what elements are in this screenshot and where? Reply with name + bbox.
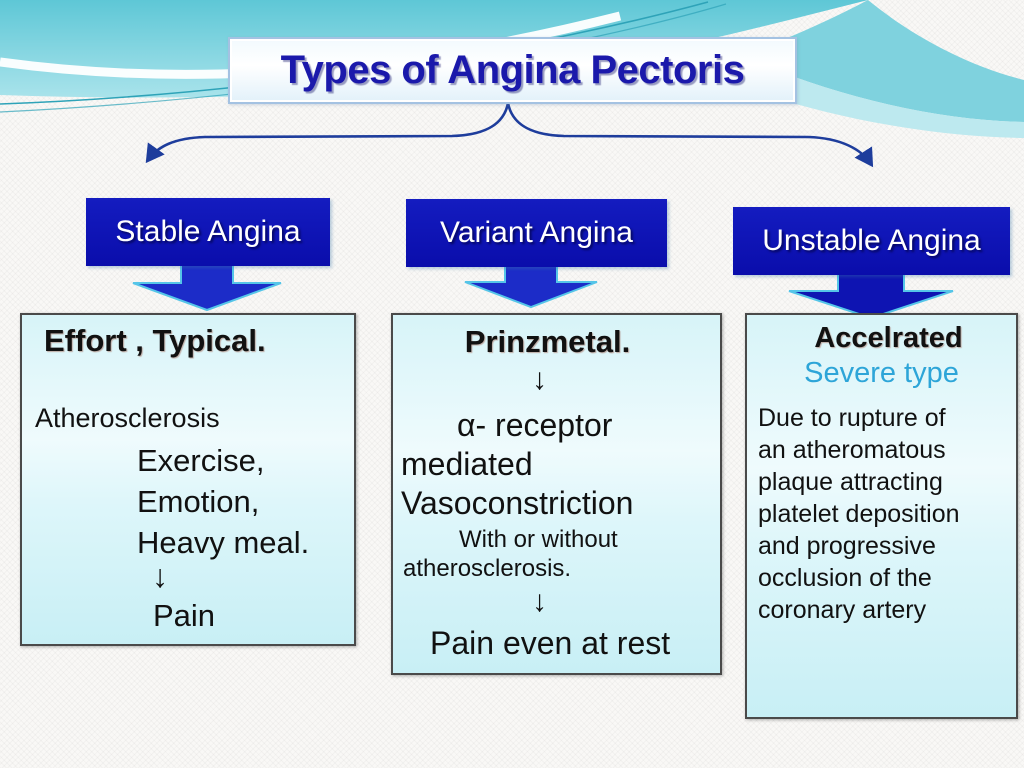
list-item: atherosclerosis. xyxy=(403,555,572,582)
box-heading: Accelrated xyxy=(814,322,963,354)
variant-angina-detail-box: Prinzmetal. ↓ α- receptor mediated Vasoc… xyxy=(391,313,722,675)
branch-connector-right xyxy=(506,102,874,168)
title-box: Types of Angina Pectoris xyxy=(228,37,797,104)
down-arrow-glyph: ↓ xyxy=(532,363,547,396)
box-heading: Prinzmetal. xyxy=(464,324,631,359)
down-arrow-glyph: ↓ xyxy=(152,558,168,594)
list-item: α- receptor xyxy=(457,407,613,443)
list-item: and progressive xyxy=(758,532,936,560)
wave-shape xyxy=(742,0,1024,122)
stable-angina-detail-box: Effort , Typical. Atherosclerosis Exerci… xyxy=(20,313,356,646)
box-heading: Effort , Typical. xyxy=(44,323,266,358)
list-item: mediated xyxy=(401,446,533,482)
list-item: an atheromatous xyxy=(758,436,946,464)
header-stable-angina: Stable Angina xyxy=(86,198,330,266)
list-item: Pain even at rest xyxy=(430,625,671,661)
list-item: Due to rupture of xyxy=(758,404,946,432)
list-item: Pain xyxy=(153,598,216,633)
list-item: Emotion, xyxy=(137,484,260,519)
list-item: plaque attracting xyxy=(758,468,943,496)
list-item: coronary artery xyxy=(758,596,927,624)
list-item: occlusion of the xyxy=(758,564,932,592)
down-arrow-glyph: ↓ xyxy=(532,585,547,618)
list-item: Vasoconstriction xyxy=(401,485,634,521)
list-item: Exercise, xyxy=(137,443,265,478)
list-item: Atherosclerosis xyxy=(35,403,220,433)
slide-title: Types of Angina Pectoris xyxy=(280,48,745,92)
list-item: Heavy meal. xyxy=(137,525,310,560)
header-unstable-angina: Unstable Angina xyxy=(733,207,1010,275)
unstable-angina-detail-box: Accelrated Severe type Due to rupture of… xyxy=(745,313,1018,719)
list-item: With or without xyxy=(459,526,618,553)
branch-connector-left xyxy=(145,102,510,164)
header-variant-angina: Variant Angina xyxy=(406,199,667,267)
box-subheading: Severe type xyxy=(804,357,959,389)
list-item: platelet deposition xyxy=(758,500,960,528)
